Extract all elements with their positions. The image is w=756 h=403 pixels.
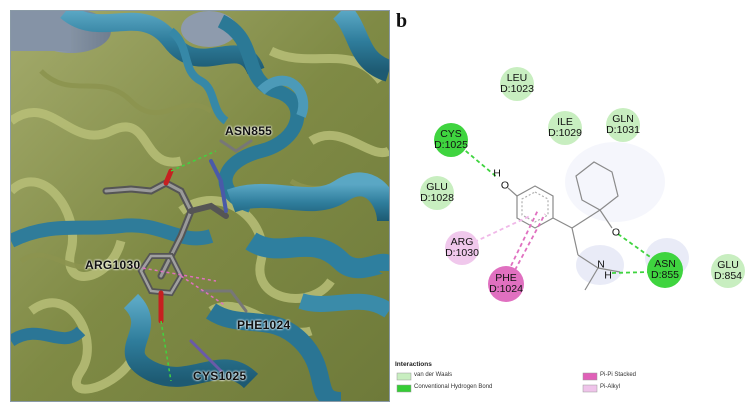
ribbon-rendering	[11, 11, 389, 401]
ligand-2d-structure	[507, 161, 621, 291]
residue-label-cys1025: CYS1025	[193, 369, 247, 383]
atom-o1: O	[500, 179, 510, 192]
residue-label-arg1030: ARG1030	[85, 258, 141, 272]
atom-h2: H	[604, 269, 612, 282]
atom-h1: H	[493, 167, 501, 180]
residue-label-asn855: ASN855	[225, 124, 273, 138]
ligand-sticks	[102, 139, 253, 373]
residue-discs	[420, 67, 745, 302]
residue-label-phe1024: PHE1024	[237, 318, 291, 332]
panel-b-label: b	[396, 10, 408, 32]
legend-item-pipi: Pi-Pi Stacked	[600, 372, 637, 378]
atom-n1: N	[597, 258, 605, 271]
legend-title: Interactions	[395, 361, 432, 368]
legend-item-vdw: van der Waals	[414, 372, 453, 378]
teal-helices	[11, 11, 389, 401]
legend-item-hbond: Conventional Hydrogen Bond	[414, 384, 493, 390]
atom-o2: O	[611, 226, 621, 239]
protein-3d-view: ASN855 ARG1030 PHE1024 CYS1025	[10, 10, 390, 402]
legend-item-pialkyl: Pi-Alkyl	[600, 384, 621, 390]
